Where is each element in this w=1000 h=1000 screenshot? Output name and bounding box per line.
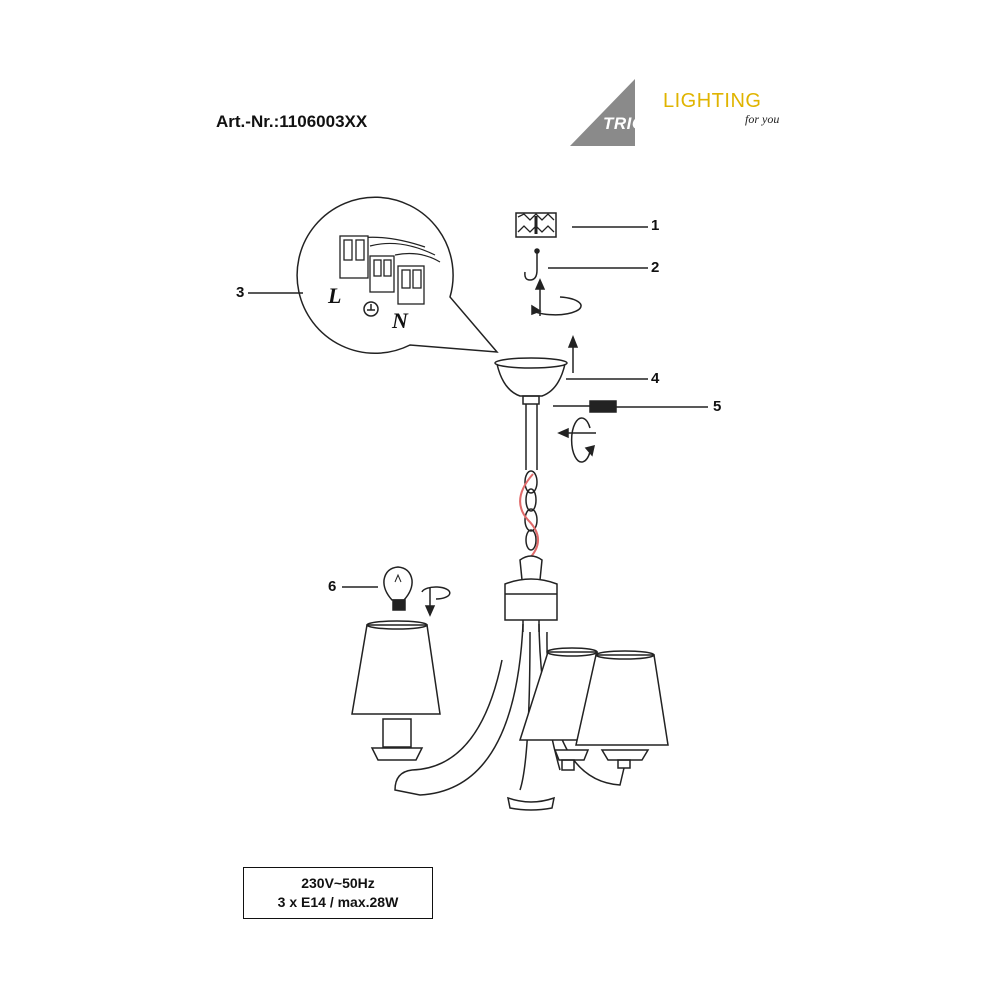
callout-2: 2 — [651, 259, 660, 276]
chain-connector — [519, 555, 543, 581]
lamp-shade-right — [575, 650, 669, 769]
callout-4: 4 — [651, 370, 660, 387]
central-body — [504, 578, 558, 632]
callout-1: 1 — [651, 217, 660, 234]
terminal-connectors — [339, 235, 425, 305]
ceiling-canopy-part — [494, 357, 568, 405]
neutral-terminal-label: N — [392, 308, 408, 333]
article-number: Art.-Nr.:1106003XX — [216, 112, 368, 131]
voltage-spec: 230V~50Hz — [301, 875, 375, 891]
logo-tagline-main: LIGHTING — [663, 90, 762, 112]
logo-tagline-sub: for you — [745, 112, 780, 126]
earth-symbol-icon — [363, 301, 379, 317]
electrical-spec-box: 230V~50Hz 3 x E14 / max.28W — [243, 867, 433, 919]
callout-3: 3 — [236, 284, 245, 301]
suspension-rod — [525, 404, 538, 470]
callout-5: 5 — [713, 398, 722, 415]
hook-part — [524, 248, 540, 281]
chain-links — [524, 470, 538, 551]
screw-rotate-arrow-icon — [557, 417, 596, 463]
hook-rotate-arrow-icon — [531, 278, 582, 316]
screw-part — [553, 400, 617, 413]
logo-brand: TRIO — [603, 114, 646, 133]
callout-6: 6 — [328, 578, 337, 595]
lamp-shade-left — [351, 620, 441, 761]
logo-triangle-icon — [570, 79, 635, 146]
ceiling-anchor-part — [515, 212, 557, 238]
bulb-rotate-arrow-icon — [421, 586, 451, 617]
trio-logo: TRIO LIGHTING for you — [565, 76, 805, 150]
bulb-spec: 3 x E14 / max.28W — [277, 894, 399, 910]
live-terminal-label: L — [328, 283, 342, 308]
canopy-up-arrow-icon — [567, 334, 579, 373]
light-bulb-part — [383, 566, 413, 611]
power-cable — [519, 473, 539, 580]
